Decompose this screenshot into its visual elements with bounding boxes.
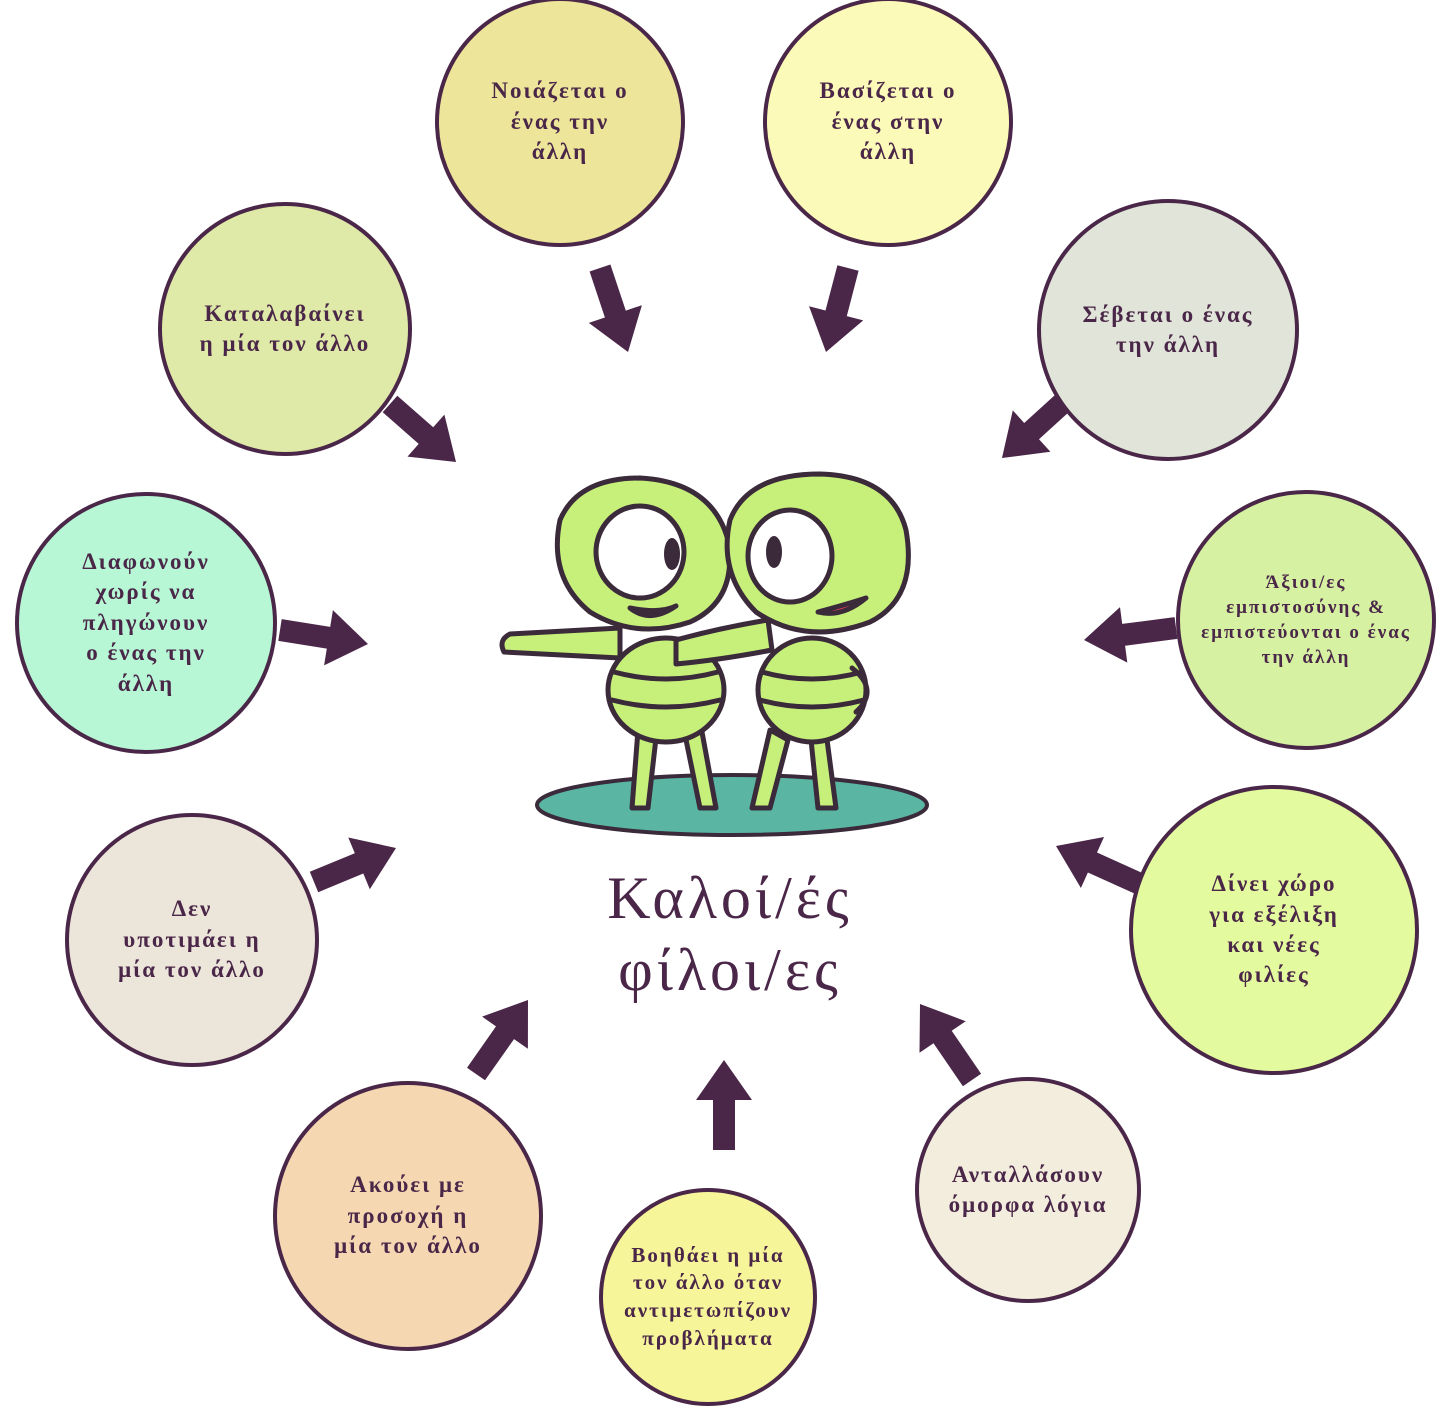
arrow-trustworthy: [1084, 607, 1178, 663]
left-character-arm: [499, 625, 623, 661]
bubble-label-line: Καταλαβαίνει: [204, 300, 366, 326]
bubble-label-line: χωρίς να: [95, 579, 197, 605]
bubble-not-underestimate: Δεν υποτιμάει η μία τον άλλο: [65, 813, 319, 1067]
arrow-room-to-grow: [1056, 837, 1145, 894]
right-character-stripe: [757, 697, 867, 710]
bubble-label-line: όμορφα λόγια: [948, 1192, 1108, 1217]
right-character-body: [755, 635, 869, 745]
bubble-disagree: Διαφωνούν χωρίς να πληγώνουν ο ένας την άλλη: [15, 492, 277, 754]
bubble-label-line: την άλλη: [1115, 332, 1221, 357]
arrow-relies: [809, 265, 864, 352]
hub-title-line-2: φίλοι/ες: [618, 937, 842, 1003]
bubble-label-line: ένας στην: [831, 108, 945, 134]
right-character-arm: [673, 617, 775, 667]
bubble-helps: Βοηθάει η μία τον άλλο όταν αντιμετωπίζουν…: [599, 1188, 817, 1406]
bubble-label-line: εμπιστοσύνης &: [1226, 596, 1386, 618]
bubble-label-line: και νέες: [1227, 932, 1321, 957]
bubble-label-line: Ανταλλάσουν: [951, 1161, 1105, 1187]
bubble-label-line: μία τον άλλο: [334, 1233, 482, 1259]
left-character-stripe: [611, 669, 721, 682]
arrow-respects: [1002, 389, 1076, 458]
bubble-label-line: άλλη: [117, 670, 175, 696]
bubble-label-line: ένας την: [510, 108, 610, 134]
hub-title-line-1: Καλοί/ές: [607, 865, 853, 931]
arrow-cares: [588, 264, 642, 352]
right-character-hand: [849, 665, 870, 715]
left-character-eye: [593, 503, 687, 601]
right-character-eye: [745, 507, 835, 605]
bubble-label-line: φιλίες: [1238, 962, 1310, 988]
bubble-label-line: υποτιμάει η: [123, 926, 261, 952]
left-character: [499, 475, 733, 811]
bubble-label-line: αντιμετωπίζουν: [624, 1298, 792, 1322]
arrow-listens: [467, 1000, 528, 1081]
bubble-label-line: Διαφωνούν: [82, 549, 210, 575]
bubble-understands: Καταλαβαίνει η μία τον άλλο: [158, 202, 412, 456]
bubble-label-line: μία τον άλλο: [118, 957, 266, 983]
bubble-listens: Ακούει με προσοχή η μία τον άλλο: [273, 1081, 543, 1351]
bubble-label-line: την άλλη: [1261, 647, 1351, 669]
bubble-trustworthy: Άξιοι/ες εμπιστοσύνης & εμπιστεύονται ο έν…: [1176, 490, 1436, 750]
bubble-label-line: Σέβεται ο ένας: [1082, 301, 1254, 327]
right-character-leg-left: [749, 727, 791, 811]
bubble-room-to-grow: Δίνει χώρο για εξέλιξη και νέες φιλίες: [1129, 785, 1419, 1075]
right-character: [673, 471, 911, 811]
bubble-label-line: προβλήματα: [642, 1325, 774, 1350]
arrow-kind-words: [919, 1004, 982, 1087]
bubble-label-line: Βασίζεται ο: [819, 78, 957, 104]
bubble-label-line: τον άλλο όταν: [632, 1270, 784, 1295]
bubble-label-line: Δεν: [171, 896, 213, 922]
bubble-label-line: Ακούει με: [350, 1172, 466, 1198]
bubble-label-line: για εξέλιξη: [1209, 901, 1339, 927]
right-character-mouth: [815, 595, 869, 616]
bubble-label-line: Δίνει χώρο: [1211, 871, 1337, 897]
bubble-cares: Νοιάζεται ο ένας την άλλη: [435, 0, 685, 247]
bubble-label-line: προσοχή η: [347, 1202, 469, 1228]
ground-shadow: [535, 773, 929, 837]
bubble-label-line: Βοηθάει η μία: [631, 1242, 785, 1267]
bubble-label-line: Νοιάζεται ο: [491, 78, 629, 104]
bubble-label-line: εμπιστεύονται ο ένας: [1201, 622, 1411, 643]
bubble-label-line: η μία τον άλλο: [199, 331, 371, 356]
bubble-label-line: Άξιοι/ες: [1265, 571, 1347, 593]
right-character-pupil: [766, 536, 782, 568]
left-character-mouth: [627, 603, 679, 618]
left-character-pupil: [664, 538, 680, 570]
bubble-label-line: άλλη: [531, 139, 589, 165]
left-character-stripe: [609, 697, 723, 710]
right-character-stripe: [759, 669, 865, 682]
bubble-kind-words: Ανταλλάσουν όμορφα λόγια: [915, 1077, 1141, 1303]
bubble-label-line: πληγώνουν: [82, 609, 210, 635]
arrow-helps: [696, 1060, 752, 1150]
hub-title: Καλοί/ές φίλοι/ες: [520, 862, 940, 1006]
bubble-label-line: ο ένας την: [86, 640, 206, 666]
arrow-understands: [382, 395, 456, 462]
arrow-not-underestimate: [309, 837, 396, 893]
bubble-label-line: άλλη: [859, 139, 917, 165]
bubble-respects: Σέβεται ο ένας την άλλη: [1037, 199, 1299, 461]
bubble-relies: Βασίζεται ο ένας στην άλλη: [763, 0, 1013, 247]
arrow-disagree: [278, 610, 368, 666]
